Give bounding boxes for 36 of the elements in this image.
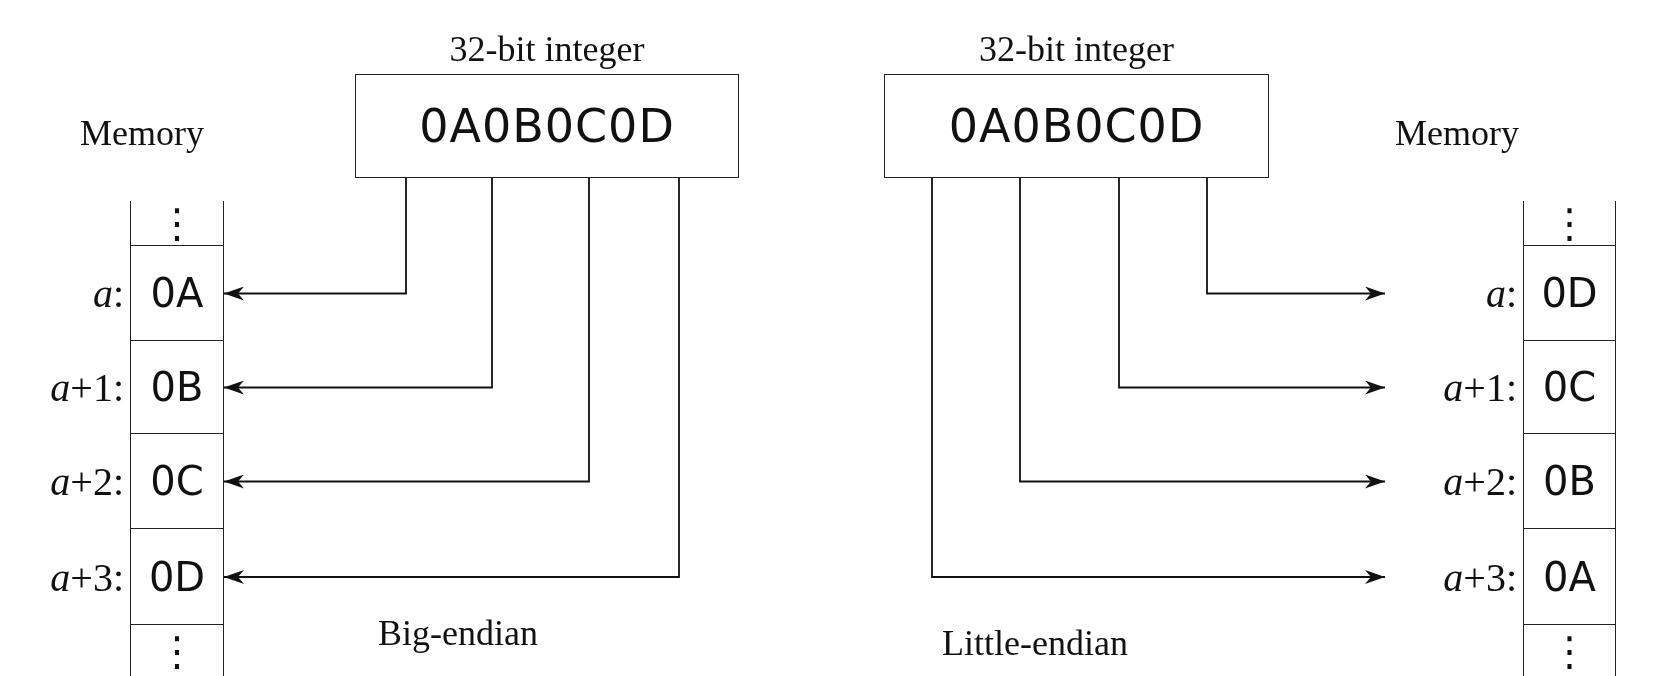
memory-cell: ⋮ xyxy=(130,625,224,676)
address-label: a+2: xyxy=(49,458,124,506)
caption-text: Memory xyxy=(1395,112,1519,154)
memory-cell: ⋮ xyxy=(1523,625,1616,676)
address-label: a: xyxy=(91,270,124,318)
caption-text: Little-endian xyxy=(942,622,1128,664)
memory-cell: 0B xyxy=(1523,434,1616,529)
arrow xyxy=(931,177,1386,584)
memory-cell: 0D xyxy=(1523,246,1616,341)
address-label: a+1: xyxy=(1442,364,1517,412)
arrow xyxy=(1206,177,1386,301)
memory-cell: ⋮ xyxy=(130,201,224,246)
caption-text: Big-endian xyxy=(378,612,538,654)
memory-cell: 0D xyxy=(130,529,224,625)
address-label: a+1: xyxy=(49,364,124,412)
arrow xyxy=(223,177,590,489)
memory-cell: ⋮ xyxy=(1523,201,1616,246)
heading: 32-bit integer xyxy=(978,28,1175,70)
memory-cell: 0B xyxy=(130,341,224,434)
address-label: a: xyxy=(1484,270,1517,318)
arrow xyxy=(223,177,407,301)
memory-cell: 0A xyxy=(130,246,224,341)
integer-box: 0A0B0C0D xyxy=(355,74,739,178)
arrow xyxy=(1118,177,1386,395)
integer-box: 0A0B0C0D xyxy=(884,74,1269,178)
memory-cell: 0A xyxy=(1523,529,1616,625)
address-label: a+3: xyxy=(1442,553,1517,602)
caption-text: Memory xyxy=(80,112,204,154)
arrow xyxy=(223,177,680,584)
memory-cell: 0C xyxy=(1523,341,1616,434)
heading: 32-bit integer xyxy=(448,28,646,70)
memory-cell: 0C xyxy=(130,434,224,529)
address-label: a+2: xyxy=(1442,458,1517,506)
address-label: a+3: xyxy=(49,553,124,602)
arrow xyxy=(1019,177,1386,489)
arrow xyxy=(223,177,493,395)
